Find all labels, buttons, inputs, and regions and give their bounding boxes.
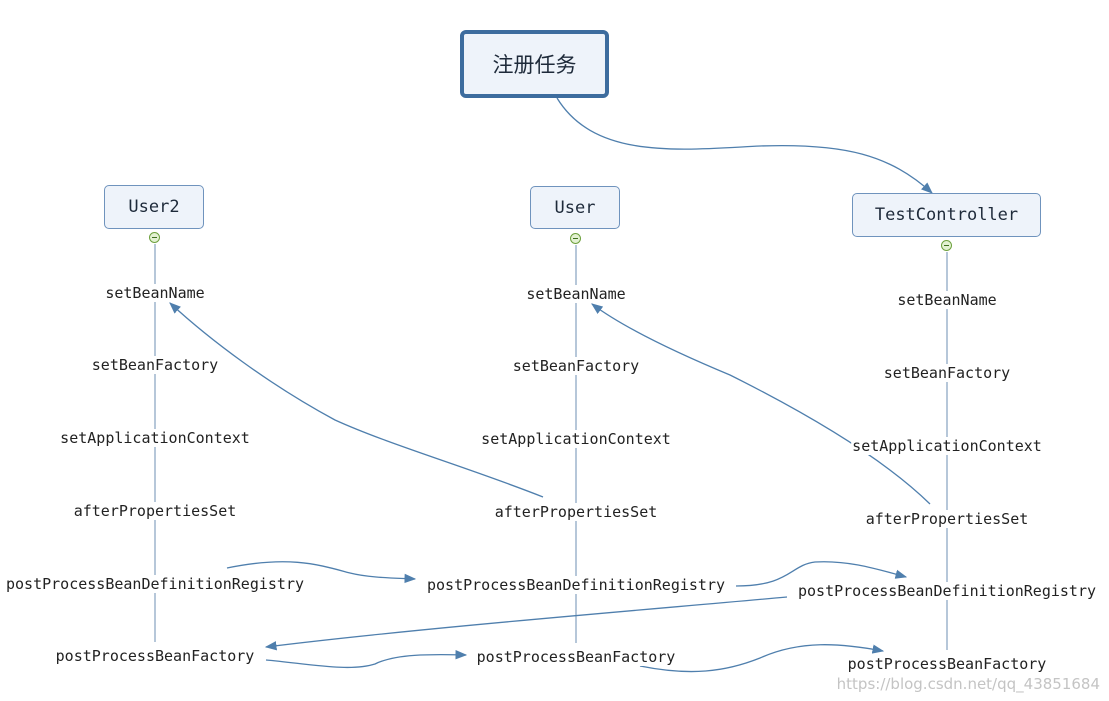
- step-user2-afterpropertiesset[interactable]: afterPropertiesSet: [72, 502, 238, 520]
- step-user2-setbeanname[interactable]: setBeanName: [104, 284, 206, 302]
- connector-root-to-testcontroller: [556, 97, 933, 194]
- connector-user2-registry-to-user-registry: [226, 561, 417, 584]
- collapse-toggle-icon[interactable]: [149, 232, 160, 243]
- bean-node-testcontroller[interactable]: TestController: [852, 193, 1041, 237]
- connector-user-factory-to-tc-factory: [639, 644, 885, 673]
- step-user2-postprocessbeanfactory[interactable]: postProcessBeanFactory: [54, 647, 256, 665]
- collapse-toggle-icon[interactable]: [570, 233, 581, 244]
- collapse-toggle-icon[interactable]: [941, 240, 952, 251]
- step-user2-setapplicationcontext[interactable]: setApplicationContext: [59, 429, 251, 447]
- step-user2-setbeanfactory[interactable]: setBeanFactory: [90, 356, 220, 374]
- step-testcontroller-setapplicationcontext[interactable]: setApplicationContext: [851, 437, 1043, 455]
- step-testcontroller-afterpropertiesset[interactable]: afterPropertiesSet: [864, 510, 1030, 528]
- step-user-postprocessbeandefinitionregistry[interactable]: postProcessBeanDefinitionRegistry: [425, 576, 727, 594]
- connector-user-registry-to-tc-registry: [735, 561, 908, 587]
- step-testcontroller-postprocessbeanfactory[interactable]: postProcessBeanFactory: [846, 655, 1048, 673]
- step-user2-postprocessbeandefinitionregistry[interactable]: postProcessBeanDefinitionRegistry: [4, 575, 306, 593]
- bean-node-user[interactable]: User: [530, 186, 620, 229]
- root-node-register-task[interactable]: 注册任务: [460, 30, 609, 98]
- connector-tc-registry-to-user2-factory: [264, 596, 788, 651]
- step-user-setbeanfactory[interactable]: setBeanFactory: [511, 357, 641, 375]
- step-testcontroller-setbeanname[interactable]: setBeanName: [896, 291, 998, 309]
- step-user-setapplicationcontext[interactable]: setApplicationContext: [480, 430, 672, 448]
- connector-user-after-to-user2-setbeanname: [169, 302, 544, 498]
- step-user-afterpropertiesset[interactable]: afterPropertiesSet: [493, 503, 659, 521]
- watermark: https://blog.csdn.net/qq_43851684: [836, 675, 1100, 693]
- connector-tc-after-to-user-setbeanname: [591, 303, 931, 505]
- step-testcontroller-setbeanfactory[interactable]: setBeanFactory: [882, 364, 1012, 382]
- connector-user2-factory-to-user-factory: [265, 650, 468, 669]
- bean-node-user2[interactable]: User2: [104, 185, 204, 229]
- step-user-setbeanname[interactable]: setBeanName: [525, 285, 627, 303]
- step-testcontroller-postprocessbeandefinitionregistry[interactable]: postProcessBeanDefinitionRegistry: [796, 582, 1098, 600]
- step-user-postprocessbeanfactory[interactable]: postProcessBeanFactory: [475, 648, 677, 666]
